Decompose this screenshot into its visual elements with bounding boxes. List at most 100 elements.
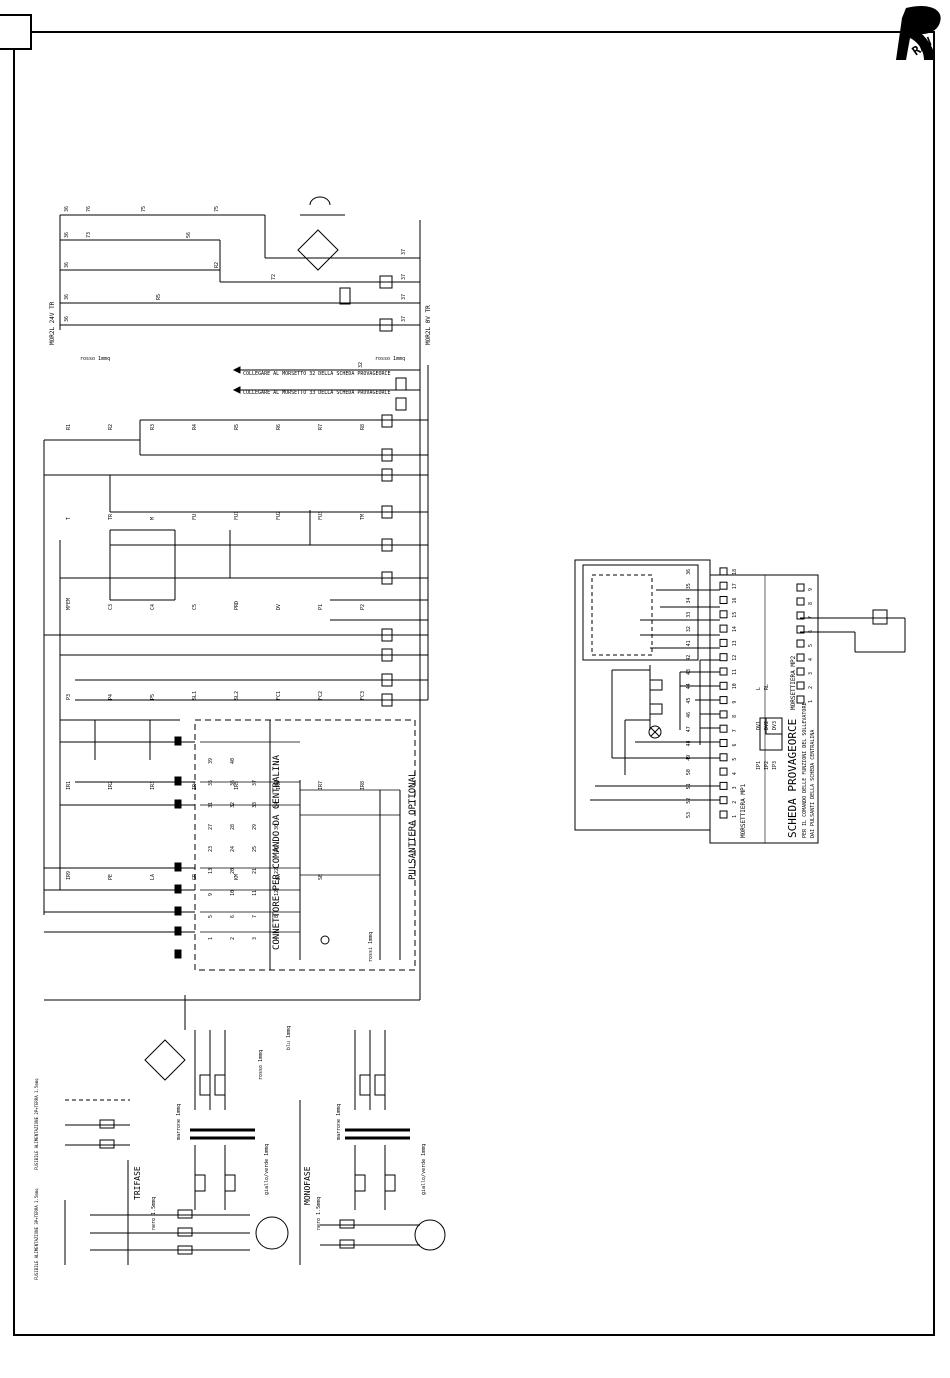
scheda-misc-label: IP2 (764, 761, 770, 770)
mp1-terminal (719, 567, 728, 576)
mp2-terminal (796, 597, 805, 606)
component-id-label: IR9 (66, 871, 72, 880)
wire-number-label: R5 (156, 294, 162, 300)
terminal-number-label: 24 (230, 846, 236, 852)
mp1-wire-label: 32 (686, 626, 692, 632)
label-nero-trifase: nero 1.5mmq (151, 1197, 157, 1230)
mp1-terminal-label: 7 (732, 729, 738, 732)
component-id-label: DA (276, 874, 282, 880)
wire-number-label: 73 (86, 232, 92, 238)
label-connettore: CONNETTORE PER COMANDO DA CENTRALINA (272, 754, 282, 950)
component-id-label: IR2 (108, 781, 114, 790)
mp2-terminal (796, 695, 805, 704)
component-id-label: TR (108, 513, 114, 520)
main-schematic-labels: CONNETTORE PER COMANDO DA CENTRALINA PUL… (34, 301, 432, 1280)
label-collegare-2: COLLEGARE AL MORSETTO 33 DELLA SCHEDA PR… (243, 390, 391, 396)
mp1-wire-label: 42 (686, 655, 692, 661)
wire-number-label: 56 (186, 232, 192, 238)
mp2-terminal-label: 2 (808, 686, 814, 689)
terminal-number-label: 6 (230, 915, 236, 918)
mp2-terminal (796, 681, 805, 690)
scheda-misc-label: DV1 (756, 721, 762, 730)
mp1-terminal-label: 17 (732, 583, 738, 589)
mp1-terminal-label: 13 (732, 640, 738, 646)
mp1-wire-label: 48 (686, 740, 692, 746)
component-id-label: R3 (150, 424, 156, 430)
mp1-terminal (719, 596, 728, 604)
label-fus-tabella: FUSIBILE ALIMENTAZIONE 3P+TERRA 1.5mmq (34, 1188, 39, 1280)
component-id-label: IR4 (192, 781, 198, 790)
mp1-terminal (719, 739, 728, 747)
mp1-terminal (719, 810, 728, 819)
label-marrone-1: marrone 1mmq (176, 1104, 182, 1140)
mp1-terminal (719, 624, 728, 633)
terminal-number-label: 10 (230, 890, 236, 896)
component-id-label: TM (360, 514, 366, 520)
component-id-label: R6 (276, 424, 282, 430)
label-rosso-2: rosso 1mmq (375, 356, 405, 362)
terminal-number-label: 7 (252, 915, 258, 918)
mp2-terminal-label: 3 (808, 672, 814, 675)
terminal-number-label: 26 (274, 846, 280, 852)
component-id-label: R1 (66, 424, 72, 430)
wire-number-label: R2 (214, 262, 220, 268)
mp2-terminal-label: 7 (808, 616, 814, 619)
component-id-label: FU2 (276, 511, 282, 520)
component-id-label: FC3 (360, 691, 366, 700)
terminal-number-label: 40 (230, 758, 236, 764)
rav-logo: RAV (896, 5, 941, 60)
component-id-label: R7 (318, 424, 324, 430)
page-frame (13, 31, 935, 1336)
mp2-terminal-label: 5 (808, 644, 814, 647)
mp1-wire-label: 50 (686, 769, 692, 775)
component-id-label: IR5 (234, 781, 240, 790)
mp1-wire-label: 47 (686, 726, 692, 732)
component-id-label: PRD (234, 601, 240, 610)
terminal-number-label: 22 (274, 868, 280, 874)
mp1-wire-label: 44 (686, 683, 692, 689)
label-collegare-1: COLLEGARE AL MORSETTO 32 DELLA SCHEDA PR… (243, 371, 391, 377)
mp1-terminal (719, 638, 728, 647)
mp1-wire-label: 35 (686, 583, 692, 589)
mp1-terminal-label: 1 (732, 815, 738, 818)
mp1-wire-label: 33 (686, 612, 692, 618)
mp1-terminal (719, 753, 728, 762)
wire-number-label: 72 (271, 274, 277, 280)
mp1-terminal (719, 581, 728, 590)
scheda-misc-label: IP3 (772, 761, 778, 770)
component-id-label: IR3 (150, 781, 156, 790)
mp2-terminal (796, 653, 805, 662)
component-id-label: MFEM (66, 598, 72, 610)
label-giallo-verde-2: giallo/verde 1mmq (421, 1144, 427, 1195)
terminal-number-label: 8 (274, 915, 280, 918)
scheda-misc-label: IP1 (756, 761, 762, 770)
mp2-terminal-label: 9 (808, 588, 814, 591)
wire-number-label: 32 (358, 362, 364, 368)
component-id-label: P4 (108, 694, 114, 700)
component-id-label: KM (234, 874, 240, 880)
mp1-terminal-label: 15 (732, 612, 738, 618)
terminal-number-label: 38 (274, 780, 280, 786)
mp1-terminal-label: 14 (732, 626, 738, 632)
mp1-terminal (719, 767, 728, 776)
component-id-label: P2 (360, 604, 366, 610)
component-id-label: FC1 (276, 691, 282, 700)
component-id-label: IR1 (66, 781, 72, 790)
wire-number-label: 37 (401, 249, 407, 255)
component-id-label: P1 (318, 604, 324, 610)
scheda-provageorce (574, 559, 906, 844)
label-marrone-2: marrone 1mmq (336, 1104, 342, 1140)
label-blu: blu 1mmq (286, 1026, 292, 1050)
mp1-wire-label: 41 (686, 640, 692, 646)
scheda-misc-label: DV3 (772, 721, 778, 730)
mp1-wire-label: 36 (686, 569, 692, 575)
mp2-terminal-label: 1 (808, 700, 814, 703)
wire-number-label: 36 (64, 294, 70, 300)
wire-number-label: 36 (64, 206, 70, 212)
label-trifase: TRIFASE (133, 1166, 142, 1200)
mp1-terminal-label: 2 (732, 801, 738, 804)
mp1-wire-label: 51 (686, 783, 692, 789)
component-id-label: P3 (66, 694, 72, 700)
terminal-number-label: 25 (252, 846, 258, 852)
scheda-labels: SCHEDA PROVAGEORCE PER IL COMANDO DELLE … (740, 655, 816, 838)
